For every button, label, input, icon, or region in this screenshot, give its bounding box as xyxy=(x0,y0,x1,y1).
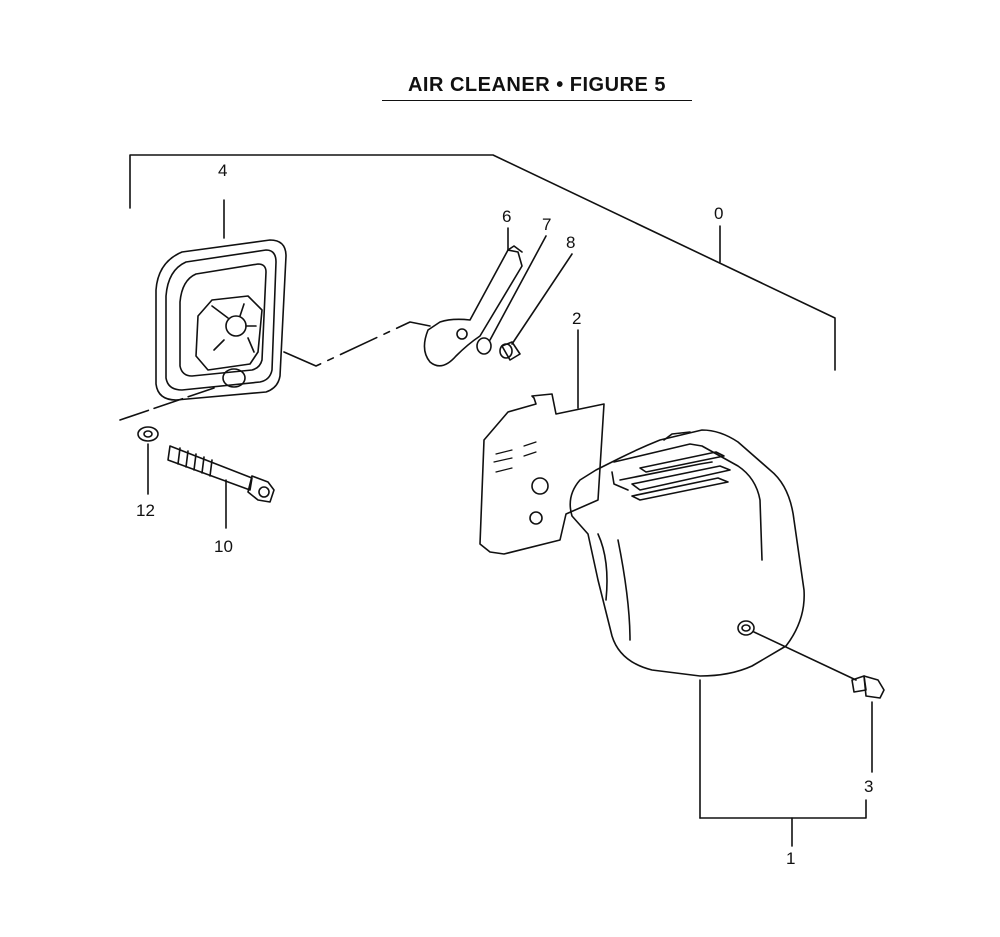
callout-3: 3 xyxy=(864,777,873,796)
air-filter-part-4 xyxy=(155,199,287,401)
choke-lever-part-6 xyxy=(423,227,523,367)
air-cleaner-cover-part-1 xyxy=(569,429,857,681)
callout-6: 6 xyxy=(502,207,511,226)
callout-2: 2 xyxy=(572,309,581,328)
gasket-plate-part-2 xyxy=(479,329,605,555)
figure-title: AIR CLEANER • FIGURE 5 xyxy=(407,74,667,96)
callout-0: 0 xyxy=(714,204,723,223)
washer-part-12 xyxy=(119,387,215,495)
assembly-bracket-0 xyxy=(129,154,836,371)
callout-4: 4 xyxy=(218,161,227,180)
callout-1: 1 xyxy=(786,849,795,868)
sleeve-part-8 xyxy=(499,253,573,361)
screw-part-3 xyxy=(851,675,885,773)
callout-7: 7 xyxy=(542,215,551,234)
center-line-4-6 xyxy=(283,321,431,367)
assembly-bracket-1 xyxy=(699,679,867,847)
callout-12: 12 xyxy=(136,501,155,520)
o-ring-part-7 xyxy=(476,235,547,355)
callout-8: 8 xyxy=(566,233,575,252)
title-underline xyxy=(382,100,692,101)
callout-10: 10 xyxy=(214,537,233,556)
bolt-part-10 xyxy=(167,445,275,529)
